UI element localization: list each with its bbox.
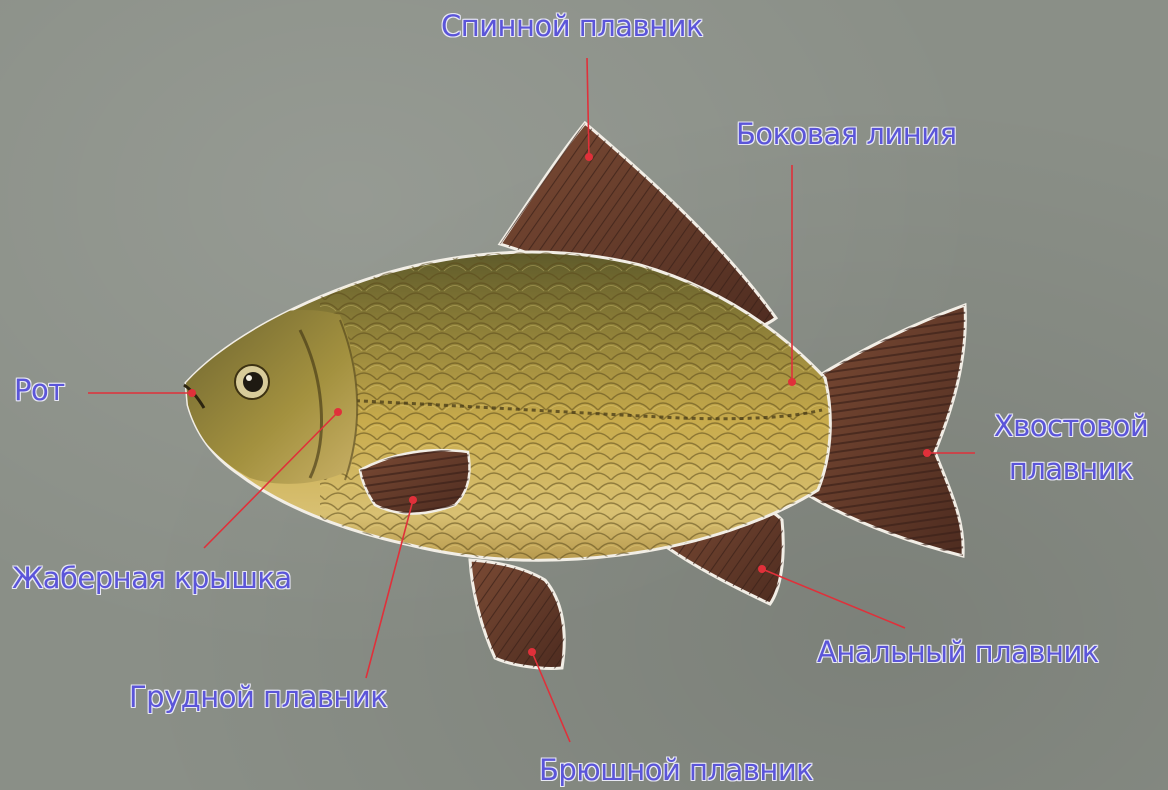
label-gill-cover: Жаберная крышка [12,564,292,593]
label-caudal-fin-line1: Хвостовой [978,412,1164,441]
label-pectoral-fin: Грудной плавник [129,683,387,712]
label-anal-fin: Анальный плавник [817,638,1099,667]
label-mouth: Рот [14,376,65,405]
label-pelvic-fin: Брюшной плавник [539,756,813,785]
label-caudal-fin: Хвостовой плавник [978,412,1164,484]
label-lateral-line: Боковая линия [736,120,957,149]
label-dorsal-fin: Спинной плавник [441,12,703,41]
leader-line-anal-fin [762,569,905,628]
label-caudal-fin-line2: плавник [978,455,1164,484]
pelvic-fin-shape [470,560,564,668]
